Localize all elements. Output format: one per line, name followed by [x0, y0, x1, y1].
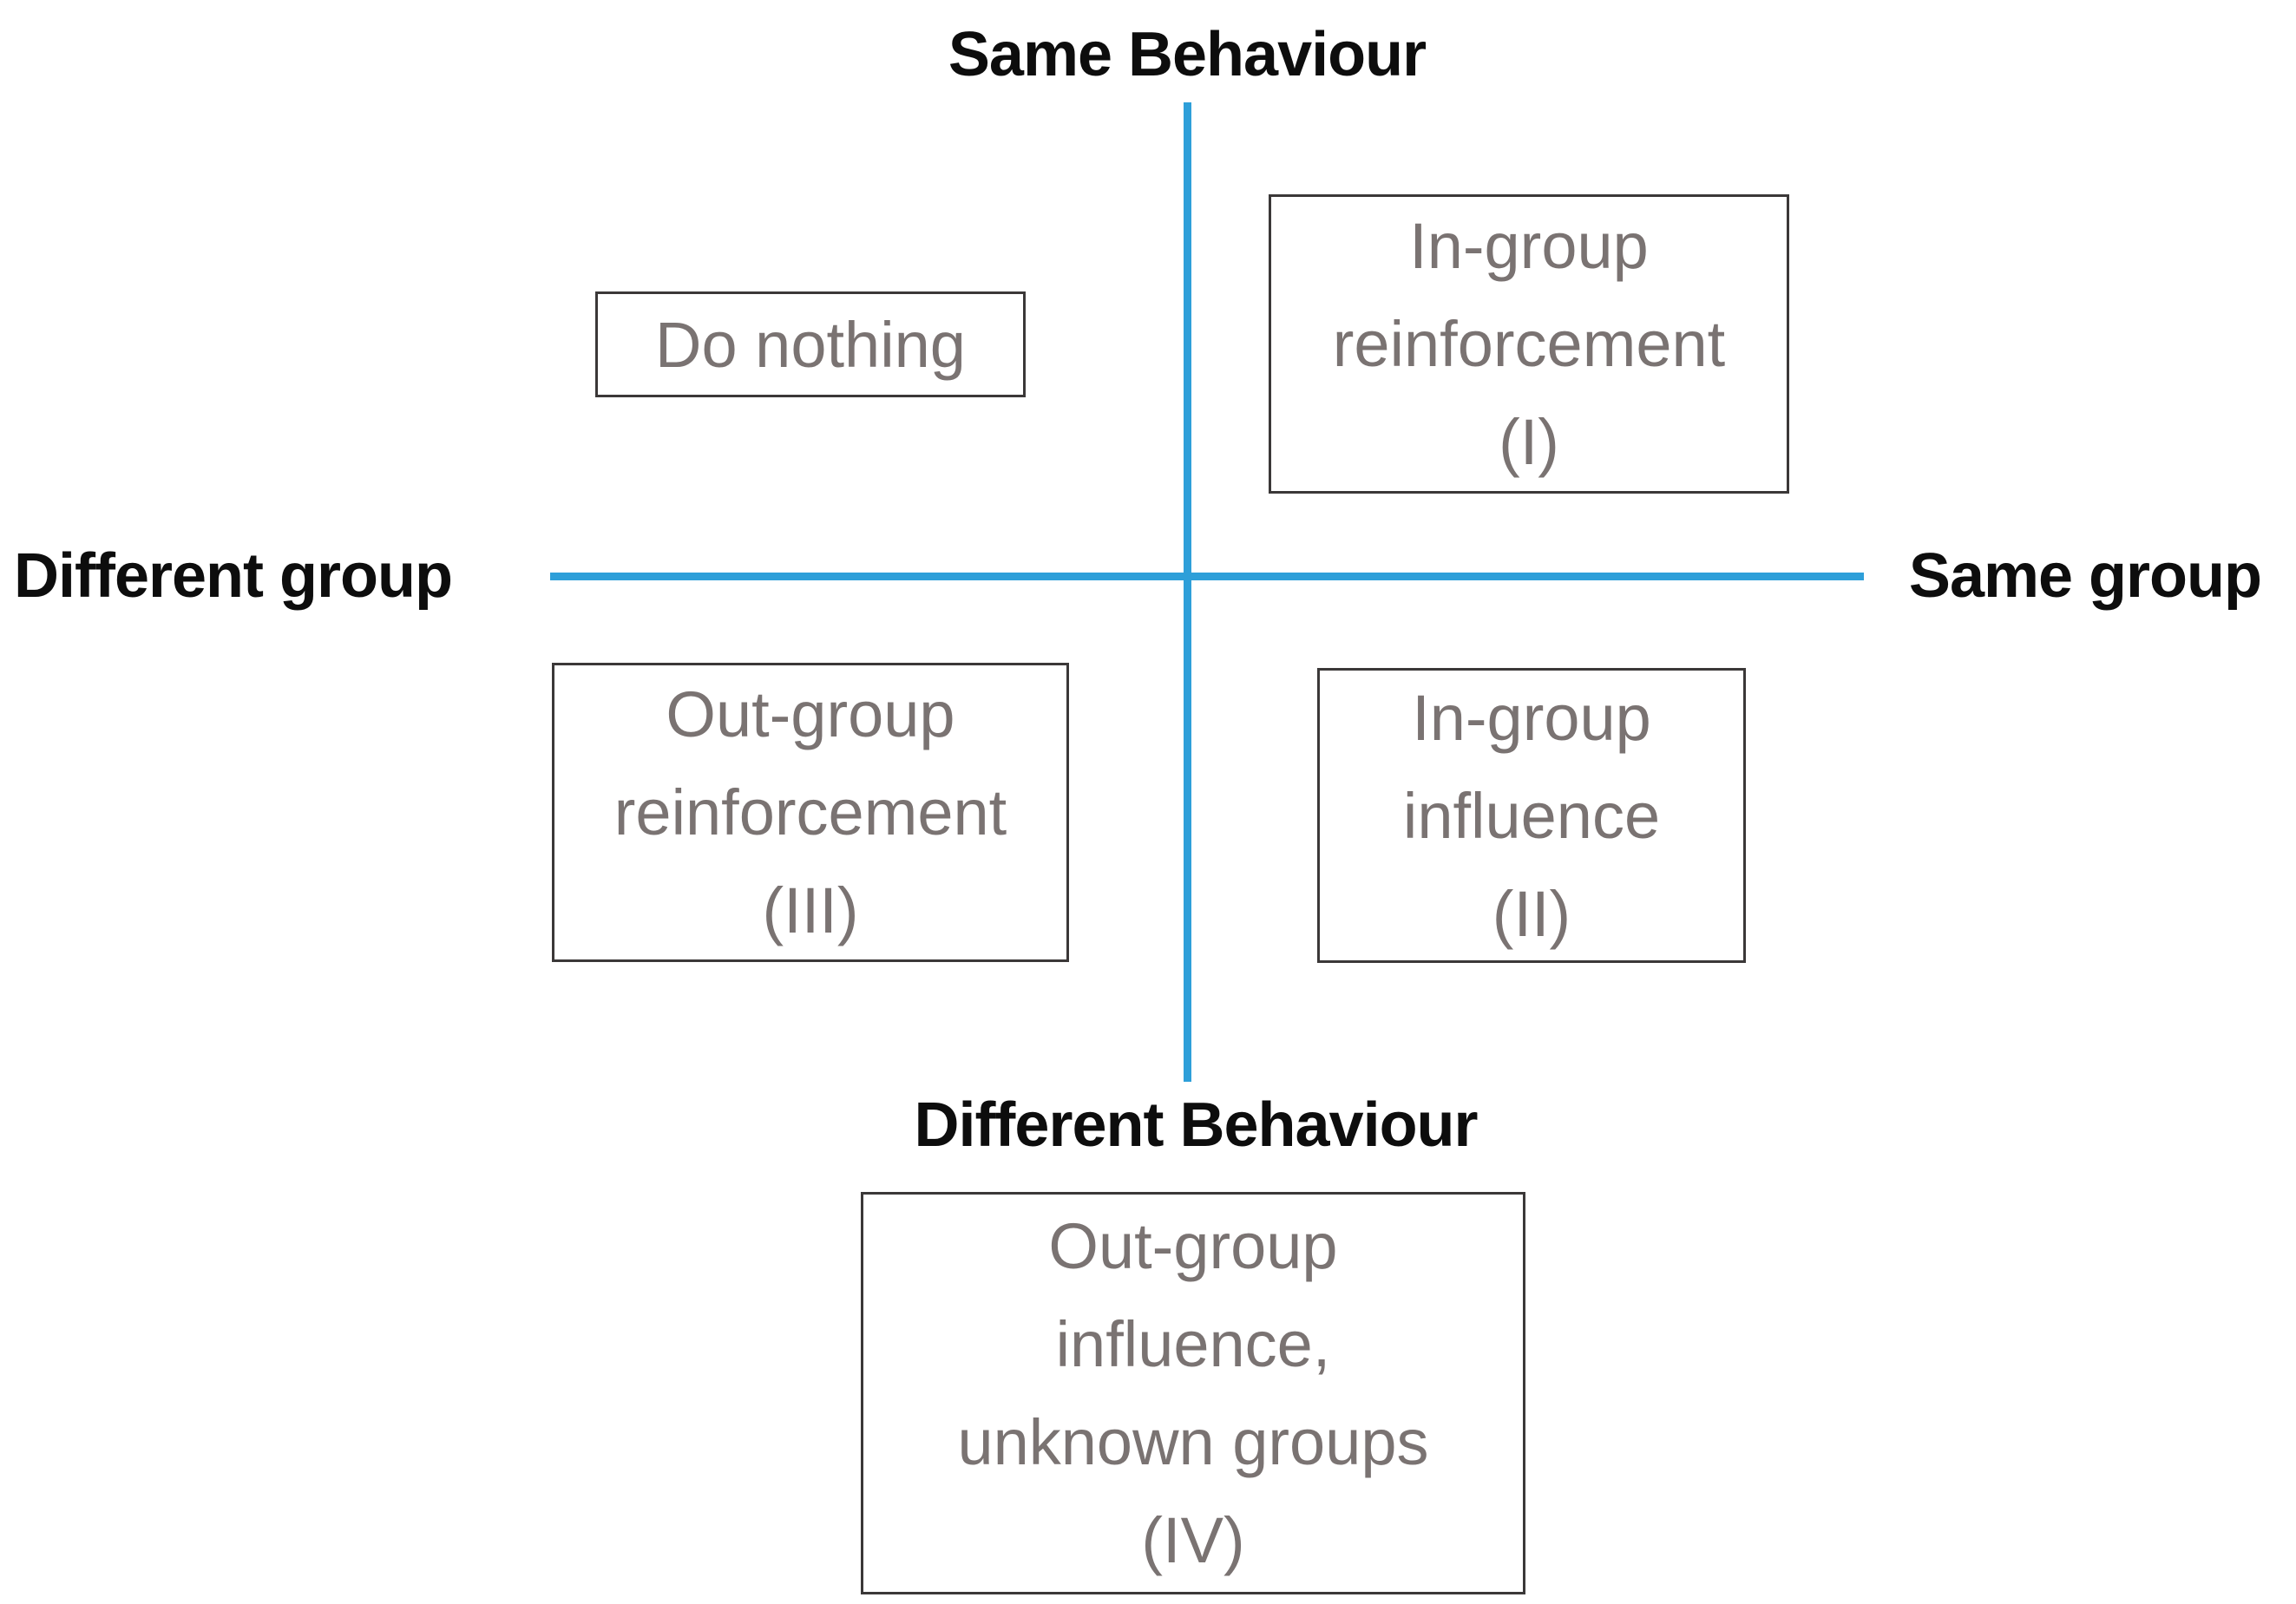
box-do-nothing: Do nothing	[595, 291, 1026, 397]
axis-label-same-behaviour: Same Behaviour	[948, 20, 1427, 89]
axis-label-same-group: Same group	[1908, 541, 2262, 611]
horizontal-axis-line	[550, 573, 1864, 580]
axis-label-different-group: Different group	[14, 541, 453, 611]
vertical-axis-line	[1184, 102, 1191, 1082]
axis-label-different-behaviour: Different Behaviour	[914, 1090, 1478, 1160]
